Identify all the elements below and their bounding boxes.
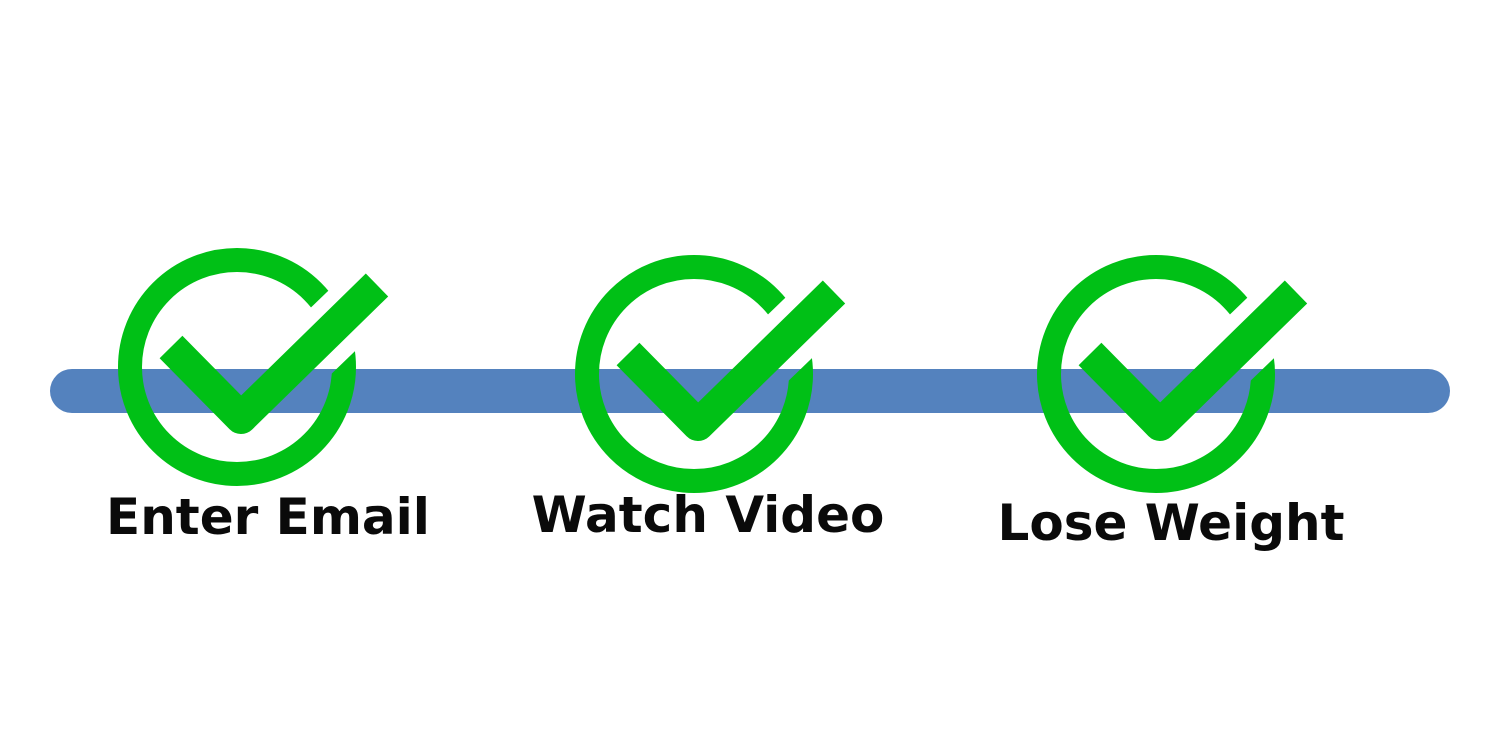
check-circle-icon — [1037, 255, 1308, 493]
step-label-enter-email: Enter Email — [106, 488, 430, 546]
check-circle-icon — [575, 255, 846, 493]
check-circle-icon — [118, 248, 389, 486]
step-label-watch-video: Watch Video — [531, 486, 885, 544]
step-label-lose-weight: Lose Weight — [997, 494, 1345, 552]
